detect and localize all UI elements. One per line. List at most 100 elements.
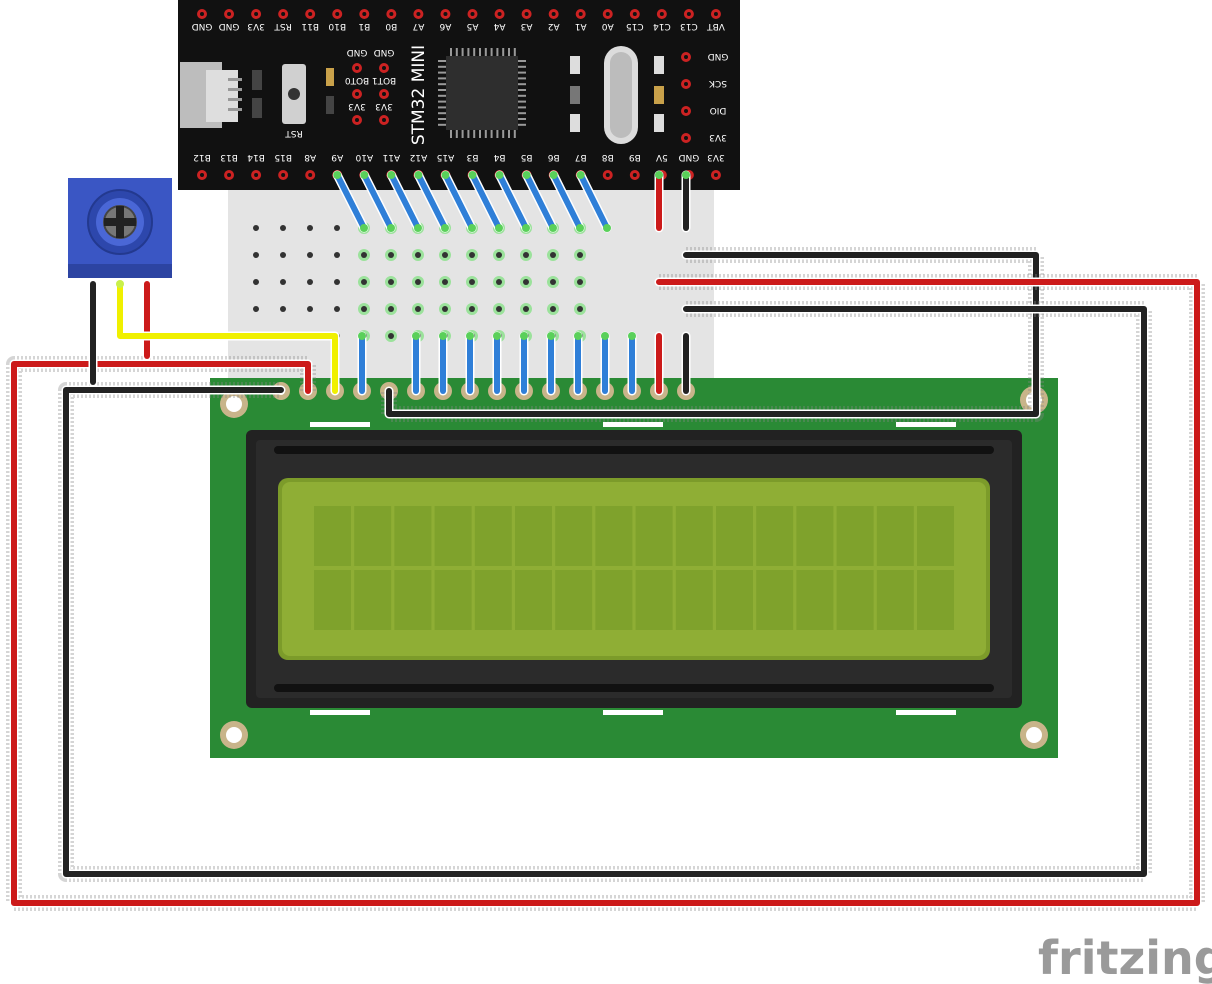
board-pin-label: 5V [655, 152, 668, 162]
breadboard-hole[interactable] [469, 306, 475, 312]
board-pin-label: B14 [247, 152, 265, 162]
wire[interactable] [523, 172, 556, 231]
breadboard-hole[interactable] [388, 279, 394, 285]
breadboard-hole[interactable] [442, 279, 448, 285]
wire-end [493, 332, 501, 340]
breadboard-hole[interactable] [280, 225, 286, 231]
breadboard-hole[interactable] [442, 306, 448, 312]
lcd-cell [836, 506, 874, 566]
breadboard-hole[interactable] [469, 252, 475, 258]
wire[interactable] [388, 172, 421, 231]
lcd-cell [434, 506, 472, 566]
swd-pin-label: 3V3 [709, 132, 727, 142]
wire[interactable] [117, 281, 338, 394]
wire-end [387, 224, 395, 232]
breadboard-hole[interactable] [496, 306, 502, 312]
wire-end [360, 224, 368, 232]
lcd-cell [876, 570, 914, 630]
wire-end [655, 171, 663, 179]
board-pin-label: A1 [575, 21, 587, 31]
breadboard-hole[interactable] [496, 279, 502, 285]
board-pin-label: B4 [493, 152, 505, 162]
breadboard-hole[interactable] [388, 333, 394, 339]
lcd-character-grid [314, 506, 954, 630]
fritzing-watermark: fritzing [1038, 931, 1212, 984]
breadboard-hole[interactable] [442, 252, 448, 258]
wire-end [603, 224, 611, 232]
breadboard-hole[interactable] [550, 279, 556, 285]
wire[interactable] [11, 279, 1200, 906]
breadboard-hole[interactable] [469, 279, 475, 285]
wire[interactable] [469, 172, 502, 231]
lcd-cell [555, 570, 593, 630]
lcd-cell [876, 506, 914, 566]
header-pin-label: BOT1 [372, 75, 396, 85]
breadboard-hole[interactable] [307, 225, 313, 231]
wire-end [439, 332, 447, 340]
breadboard-hole[interactable] [388, 252, 394, 258]
swd-pin-label: SCK [708, 78, 727, 88]
swd-pin-label: GND [708, 51, 729, 61]
wire[interactable] [496, 172, 529, 231]
board-pin-label: VBT [707, 21, 725, 31]
breadboard-hole[interactable] [577, 252, 583, 258]
breadboard-hole[interactable] [253, 225, 259, 231]
breadboard-hole[interactable] [361, 279, 367, 285]
board-pin-label: B12 [193, 152, 211, 162]
breadboard-hole[interactable] [415, 306, 421, 312]
board-pin-label: B3 [467, 152, 479, 162]
wire[interactable] [386, 252, 1039, 417]
breadboard-hole[interactable] [253, 252, 259, 258]
breadboard-hole[interactable] [307, 279, 313, 285]
breadboard-hole[interactable] [496, 252, 502, 258]
breadboard-hole[interactable] [307, 306, 313, 312]
board-pin-label: A15 [437, 152, 455, 162]
lcd-cell [917, 506, 954, 566]
breadboard-hole[interactable] [334, 225, 340, 231]
board-pin-label: A10 [355, 152, 373, 162]
breadboard-hole[interactable] [280, 279, 286, 285]
breadboard-hole[interactable] [253, 279, 259, 285]
wire[interactable] [63, 306, 1147, 877]
breadboard-hole[interactable] [388, 306, 394, 312]
board-pin-label: A11 [383, 152, 401, 162]
wire-end [547, 332, 555, 340]
board-pin-label: A2 [548, 21, 560, 31]
board-pin-label: A9 [331, 152, 343, 162]
wire[interactable] [361, 172, 394, 231]
breadboard-hole[interactable] [307, 252, 313, 258]
wire-end [549, 171, 558, 179]
wire-end [549, 224, 557, 232]
breadboard-hole[interactable] [523, 252, 529, 258]
lcd-cell [314, 570, 351, 630]
wire-end [441, 224, 449, 232]
breadboard-hole[interactable] [361, 306, 367, 312]
lcd-cell [836, 570, 874, 630]
breadboard-hole[interactable] [334, 306, 340, 312]
breadboard-hole[interactable] [550, 252, 556, 258]
wire-end [468, 171, 477, 179]
wire[interactable] [550, 172, 583, 231]
wire[interactable] [415, 172, 448, 231]
wire[interactable] [334, 172, 367, 231]
breadboard-hole[interactable] [334, 252, 340, 258]
breadboard-hole[interactable] [253, 306, 259, 312]
breadboard-hole[interactable] [415, 252, 421, 258]
board-pin-label: B10 [328, 21, 346, 31]
wire[interactable] [577, 172, 610, 231]
breadboard-hole[interactable] [523, 279, 529, 285]
breadboard-hole[interactable] [280, 306, 286, 312]
breadboard-hole[interactable] [523, 306, 529, 312]
wire-end [495, 171, 504, 179]
lcd-cell [716, 506, 753, 566]
breadboard-hole[interactable] [577, 306, 583, 312]
breadboard-hole[interactable] [415, 279, 421, 285]
header-pin-label: BOT0 [345, 75, 370, 85]
breadboard-hole[interactable] [361, 252, 367, 258]
breadboard-hole[interactable] [577, 279, 583, 285]
breadboard-hole[interactable] [334, 279, 340, 285]
breadboard-hole[interactable] [280, 252, 286, 258]
wire[interactable] [442, 172, 475, 231]
breadboard-hole[interactable] [550, 306, 556, 312]
wire-end [574, 332, 582, 340]
